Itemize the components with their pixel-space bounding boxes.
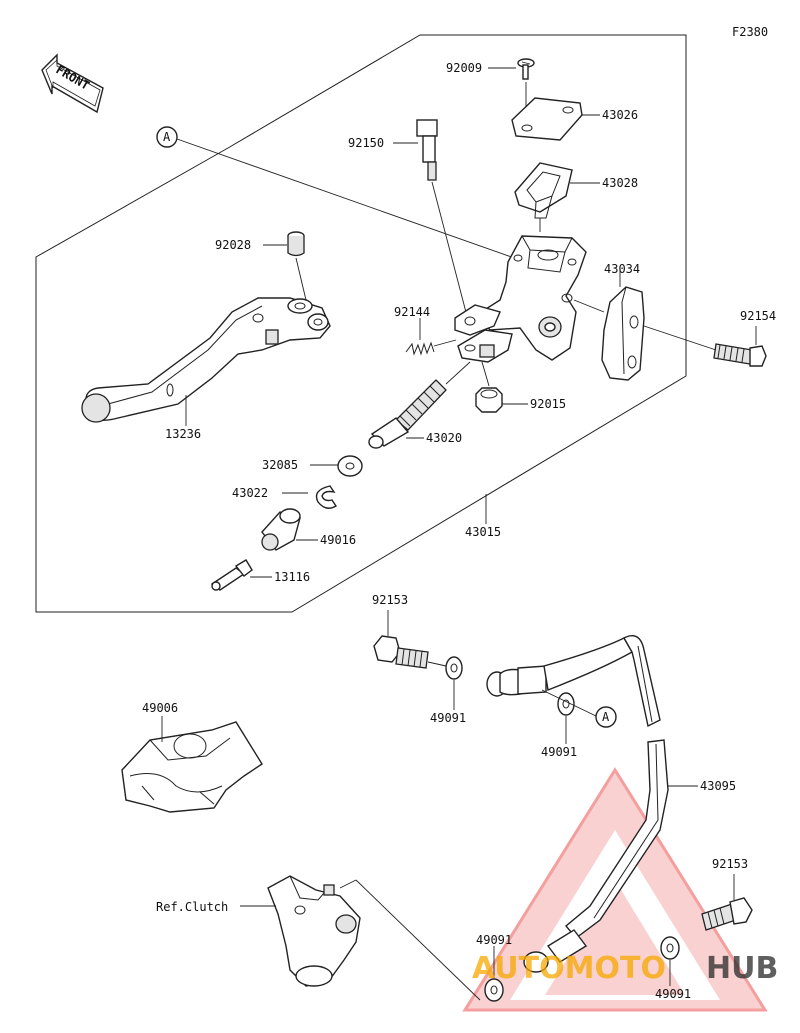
clutch-hose-lower-43095 (523, 739, 669, 973)
label-43022: 43022 (232, 486, 268, 500)
washer-49091-d (660, 936, 680, 960)
banjo-bolt-92153-bottom (701, 897, 753, 931)
svg-text:HUB: HUB (706, 951, 778, 986)
label-32085: 32085 (262, 458, 298, 472)
label-49091-a: 49091 (430, 711, 466, 725)
bolt-92150 (416, 119, 438, 181)
boot-49016 (261, 508, 301, 551)
label-13116: 13116 (274, 570, 310, 584)
ref-marker-a-bottom: A (595, 706, 617, 728)
label-49016: 49016 (320, 533, 356, 547)
label-92153-top: 92153 (372, 593, 408, 607)
washer-32085 (337, 455, 363, 477)
bushing-92028 (287, 231, 305, 257)
svg-text:A: A (602, 710, 610, 724)
front-arrow-icon: FRONT (41, 53, 104, 114)
label-43026: 43026 (602, 108, 638, 122)
label-49091-c: 49091 (476, 933, 512, 947)
bolt-92154 (713, 343, 767, 367)
diaphragm-43028 (514, 162, 573, 219)
label-92028: 92028 (215, 238, 251, 252)
label-13236: 13236 (165, 427, 201, 441)
circlip-43022 (315, 485, 337, 509)
label-43034: 43034 (604, 262, 640, 276)
master-cylinder-body (454, 235, 587, 363)
label-92009: 92009 (446, 61, 482, 75)
washer-49091-b (557, 692, 575, 716)
spring-92144 (405, 341, 435, 356)
label-92154: 92154 (740, 309, 776, 323)
label-43095: 43095 (700, 779, 736, 793)
banjo-bolt-92153-top (373, 635, 429, 669)
clutch-cover-49006 (121, 721, 263, 813)
washer-49091-c (484, 978, 504, 1002)
label-92015: 92015 (530, 397, 566, 411)
label-92144: 92144 (394, 305, 430, 319)
screw-92009 (517, 58, 535, 80)
label-92150: 92150 (348, 136, 384, 150)
push-rod-13116 (210, 559, 253, 591)
figure-id: F2380 (732, 25, 768, 39)
clutch-lever-13236 (81, 297, 331, 423)
label-43015: 43015 (465, 525, 501, 539)
piston-43020 (368, 379, 447, 449)
label-49091-d: 49091 (655, 987, 691, 1001)
label-ref-clutch: Ref.Clutch (156, 900, 228, 914)
ref-marker-a-top: A (156, 126, 178, 148)
holder-43034 (601, 286, 645, 381)
label-49091-b: 49091 (541, 745, 577, 759)
label-43020: 43020 (426, 431, 462, 445)
clutch-hose-upper (486, 635, 661, 728)
label-49006: 49006 (142, 701, 178, 715)
reservoir-cap-43026 (511, 97, 583, 141)
assembly-outline (35, 34, 687, 613)
svg-text:A: A (163, 130, 171, 144)
washer-49091-a (445, 656, 463, 680)
watermark-text: AUTOMOTO HUB (472, 951, 778, 986)
svg-text:AUTOMOTO: AUTOMOTO (472, 951, 666, 986)
clutch-slave-cylinder-ref (267, 875, 361, 987)
label-43028: 43028 (602, 176, 638, 190)
label-92153-bottom: 92153 (712, 857, 748, 871)
nut-92015 (475, 387, 503, 413)
